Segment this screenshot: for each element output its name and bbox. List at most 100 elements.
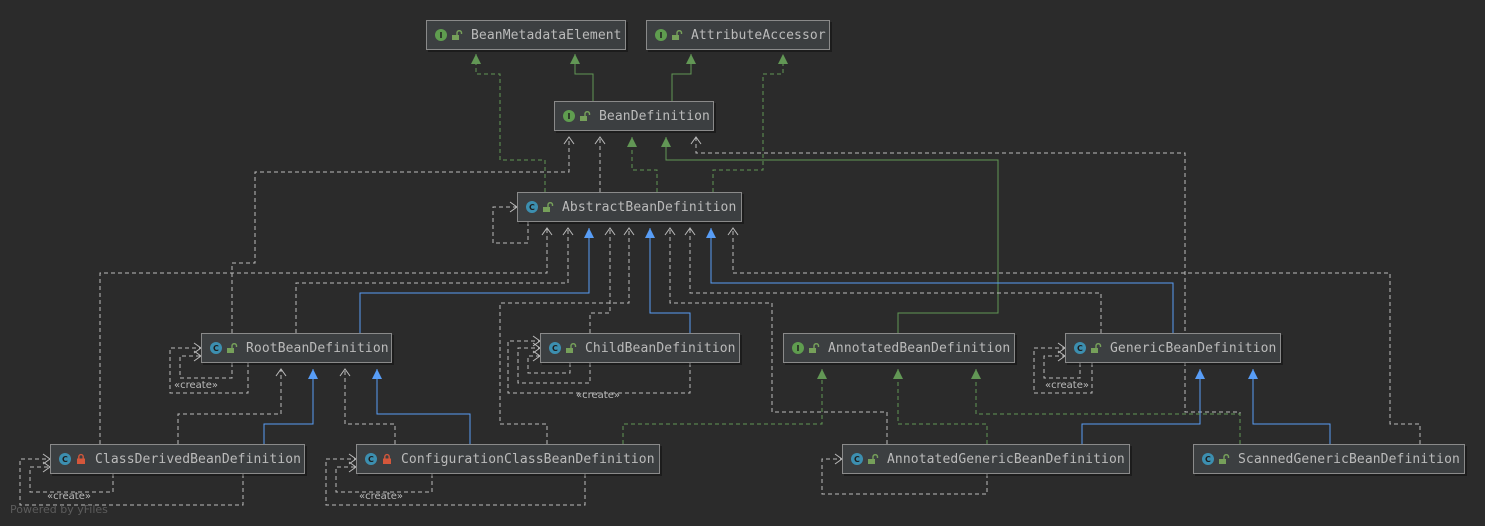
relation-edge — [169, 347, 249, 394]
arrowhead — [971, 369, 981, 379]
relation-edge — [507, 340, 691, 394]
class-node-name: BeanDefinition — [599, 108, 710, 124]
relation-edge — [710, 228, 1174, 333]
arrowhead — [339, 368, 351, 377]
arrowhead — [562, 227, 574, 236]
relation-edge — [665, 137, 999, 333]
relation-edge — [821, 458, 988, 495]
create-label-generic: «create» — [1045, 380, 1089, 391]
public-unlock-icon — [579, 110, 591, 122]
class-node-annotated-generic-bean-definition[interactable]: C AnnotatedGenericBeanDefinition — [842, 444, 1130, 474]
class-icon: C — [59, 453, 71, 465]
public-unlock-icon — [1090, 342, 1102, 354]
arrowhead — [584, 228, 594, 238]
public-unlock-icon — [671, 29, 683, 41]
relation-edge — [1081, 369, 1201, 444]
arrowhead — [645, 228, 655, 238]
class-node-scanned-generic-bean-definition[interactable]: C ScannedGenericBeanDefinition — [1193, 444, 1465, 474]
class-node-name: GenericBeanDefinition — [1110, 340, 1277, 356]
class-node-name: AnnotatedBeanDefinition — [828, 340, 1011, 356]
arrowhead — [570, 54, 580, 64]
relation-edge — [29, 466, 114, 493]
class-node-name: BeanMetadataElement — [471, 27, 622, 43]
relation-edge — [492, 206, 529, 244]
class-node-class-derived-bean-definition[interactable]: C ClassDerivedBeanDefinition — [50, 444, 305, 474]
relation-edge — [631, 137, 658, 192]
arrowhead — [661, 137, 671, 147]
arrowhead — [471, 54, 481, 64]
public-unlock-icon — [1218, 453, 1230, 465]
class-node-generic-bean-definition[interactable]: C GenericBeanDefinition — [1065, 333, 1281, 363]
create-label-class-derived: «create» — [47, 491, 91, 502]
relation-edge — [99, 228, 548, 444]
relation-edge — [177, 369, 282, 444]
relation-edge — [335, 466, 433, 493]
class-node-name: AnnotatedGenericBeanDefinition — [887, 451, 1125, 467]
relation-edge — [295, 228, 569, 333]
relation-edge — [517, 347, 591, 384]
arrowhead — [664, 227, 676, 236]
arrowhead — [706, 228, 716, 238]
class-node-name: ChildBeanDefinition — [585, 340, 736, 356]
arrowhead — [1248, 369, 1258, 379]
relation-edge — [359, 228, 590, 333]
relation-edge — [1043, 355, 1081, 379]
class-node-name: ScannedGenericBeanDefinition — [1238, 451, 1460, 467]
class-node-name: AbstractBeanDefinition — [562, 199, 737, 215]
relation-edge — [1033, 347, 1093, 394]
arrowhead — [727, 227, 739, 236]
class-icon: C — [1202, 453, 1214, 465]
relation-edge — [732, 228, 1421, 444]
relation-edge — [499, 228, 630, 444]
arrowhead — [623, 227, 635, 236]
arrowhead — [627, 137, 637, 147]
arrowhead — [817, 369, 827, 379]
watermark: Powered by yFiles — [10, 503, 108, 516]
arrowhead — [1195, 369, 1205, 379]
arrowhead — [778, 54, 788, 64]
arrowhead — [684, 227, 696, 236]
arrowhead — [690, 136, 702, 145]
relation-edge — [527, 355, 571, 374]
class-node-annotated-bean-definition[interactable]: I AnnotatedBeanDefinition — [783, 333, 1015, 363]
relation-edge — [475, 54, 546, 192]
relation-edge — [19, 458, 244, 506]
relation-edge — [689, 228, 1102, 333]
relation-edge — [376, 369, 471, 444]
class-icon: C — [365, 453, 377, 465]
relation-edge — [589, 228, 611, 333]
create-label-root: «create» — [174, 380, 218, 391]
arrowhead — [594, 136, 606, 145]
arrowhead — [563, 136, 575, 145]
relation-edge — [622, 369, 823, 444]
class-icon: C — [851, 453, 863, 465]
public-unlock-icon — [867, 453, 879, 465]
arrowhead — [604, 227, 616, 236]
public-unlock-icon — [226, 342, 238, 354]
create-label-child: «create» — [576, 390, 620, 401]
arrowhead — [372, 369, 382, 379]
relation-edge — [344, 369, 396, 444]
arrowhead — [541, 227, 553, 236]
arrowhead — [308, 369, 318, 379]
public-unlock-icon — [451, 29, 463, 41]
class-node-name: AttributeAccessor — [691, 27, 826, 43]
public-unlock-icon — [542, 201, 554, 213]
relation-edge — [1252, 369, 1331, 444]
relation-edge — [179, 355, 233, 379]
relation-edge — [695, 137, 1241, 444]
class-icon: C — [1074, 342, 1086, 354]
interface-icon: I — [792, 342, 804, 354]
class-node-name: ClassDerivedBeanDefinition — [95, 451, 302, 467]
private-lock-icon — [75, 453, 87, 465]
relation-edge — [263, 369, 314, 444]
class-icon: C — [210, 342, 222, 354]
